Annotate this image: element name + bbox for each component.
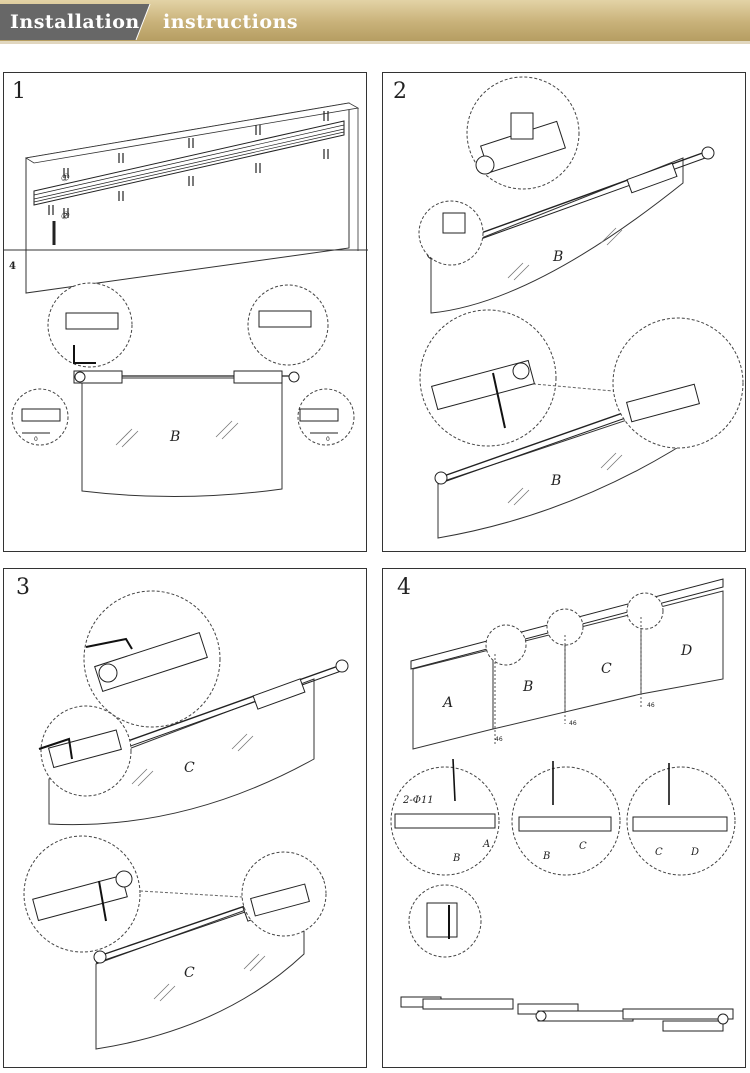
- step-number-1: 1: [12, 79, 26, 104]
- inner-dim-right: 0: [326, 436, 330, 443]
- step-3-drawing: C C: [23, 590, 349, 1050]
- step-number-3: 3: [16, 575, 30, 600]
- inner-dim-left: 0: [34, 436, 38, 443]
- marker-1: ①: [60, 173, 70, 184]
- step-number-4-inner: 4: [9, 261, 16, 272]
- step4-detail-c1: C: [579, 841, 587, 852]
- step4-detail-b2: B: [542, 851, 550, 862]
- step4-glass-label-a: A: [441, 695, 453, 711]
- step4-gap-2: 46: [569, 720, 577, 727]
- step4-detail-b1: B: [452, 853, 460, 864]
- step4-detail-c2: C: [655, 847, 663, 858]
- banner-graphic: [0, 0, 750, 44]
- header-title-installation: Installation: [10, 11, 140, 33]
- step-number-2: 2: [393, 79, 407, 104]
- header-title-instructions: instructions: [163, 11, 299, 33]
- marker-2: ②: [60, 211, 70, 222]
- panel-step-4: A B C D 46 46 46 2-Φ11 B A B C C D: [382, 568, 746, 1068]
- step4-glass-label-b: B: [522, 679, 533, 695]
- step4-glass-label-c: C: [601, 661, 612, 677]
- panel-step-2: B B 2: [382, 72, 746, 552]
- header-banner: Installation instructions: [0, 0, 750, 44]
- step4-glass-label-d: D: [680, 643, 692, 659]
- step-2-drawing: B B: [418, 76, 744, 539]
- step3-glass-label-top: C: [184, 760, 195, 776]
- step-number-4: 4: [397, 575, 411, 600]
- panel-step-1: ① ② B 0 0: [3, 72, 368, 552]
- step4-gap-1: 46: [495, 736, 503, 743]
- step3-glass-label-bottom: C: [184, 965, 195, 981]
- step4-detail-d: D: [690, 847, 699, 858]
- step4-gap-3: 46: [647, 702, 655, 709]
- panel1-inner-glass-label: B: [169, 429, 180, 445]
- panel-step-3: C C 3: [3, 568, 367, 1068]
- step2-glass-label-top: B: [552, 249, 563, 265]
- step-1-drawing: ① ② B 0 0: [4, 102, 368, 498]
- step2-glass-label-bottom: B: [550, 473, 561, 489]
- step4-hole-spec: 2-Φ11: [402, 795, 434, 806]
- step-4-drawing: A B C D 46 46 46 2-Φ11 B A B C C D: [390, 578, 736, 1032]
- step4-detail-a: A: [482, 839, 490, 850]
